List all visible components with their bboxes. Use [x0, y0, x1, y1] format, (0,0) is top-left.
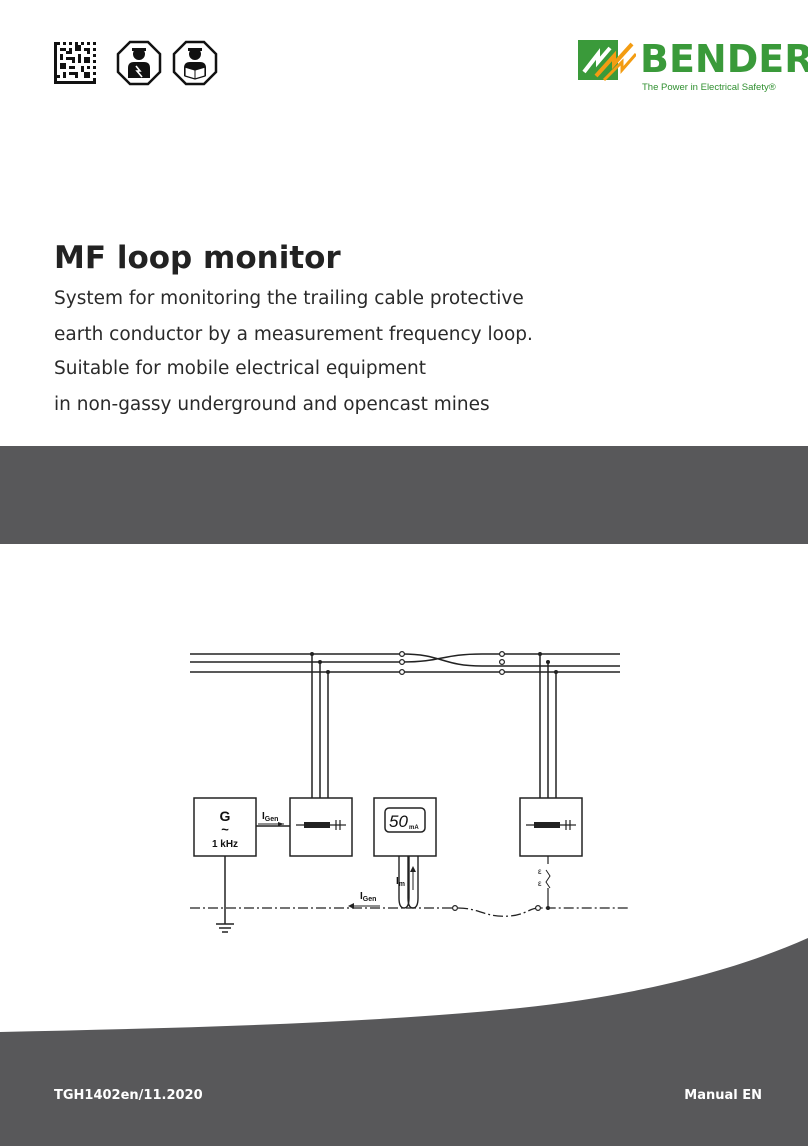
generator-letter: G: [220, 808, 231, 824]
generator-box: [193, 797, 257, 857]
generator-frequency: 1 kHz: [212, 839, 238, 850]
subtitle-line: Suitable for mobile electrical equipment: [54, 358, 427, 379]
meter-unit: mA: [409, 825, 419, 831]
im-label: Im: [396, 876, 405, 888]
bender-tagline: The Power in Electrical Safety®: [642, 82, 776, 93]
datamatrix-code-icon: [54, 42, 96, 84]
igen-label-bottom: IGen: [360, 891, 376, 903]
subtitle-line: System for monitoring the trailing cable…: [54, 288, 524, 309]
subtitle-line: in non-gassy underground and opencast mi…: [54, 394, 490, 415]
meter-display: [384, 807, 426, 833]
svg-text:ε: ε: [538, 879, 542, 888]
grey-band: [0, 446, 808, 544]
earth-ground-icon: [216, 923, 234, 933]
drop-wires: [311, 654, 557, 798]
bender-logo-mark-icon: [578, 40, 636, 82]
line-terminals: [399, 651, 506, 675]
protective-earth-conductor: [190, 907, 630, 917]
subtitle-line: earth conductor by a measurement frequen…: [54, 324, 533, 345]
switch-contact-icon: [545, 869, 551, 889]
generator-ac-symbol: ~: [221, 822, 229, 837]
circuit-diagram: G ~ 1 kHz IGen 50 mA Im IGen: [190, 651, 630, 933]
document-code: TGH1402en/11.2020: [54, 1088, 203, 1103]
manual-language-label: Manual EN: [684, 1088, 762, 1103]
electrician-pictogram-icon: [116, 40, 162, 86]
junction-dots: [310, 652, 558, 674]
svg-text:ε: ε: [538, 867, 542, 876]
igen-label-top: IGen: [262, 811, 278, 823]
bender-wordmark: BENDER: [640, 37, 808, 81]
three-phase-lines: [190, 653, 620, 673]
bender-logo: BENDER The Power in Electrical Safety®: [578, 36, 808, 96]
document-title: MF loop monitor: [54, 240, 341, 276]
footer-band: [0, 938, 808, 1146]
read-manual-pictogram-icon: [172, 40, 218, 86]
meter-value: 50: [389, 812, 408, 831]
